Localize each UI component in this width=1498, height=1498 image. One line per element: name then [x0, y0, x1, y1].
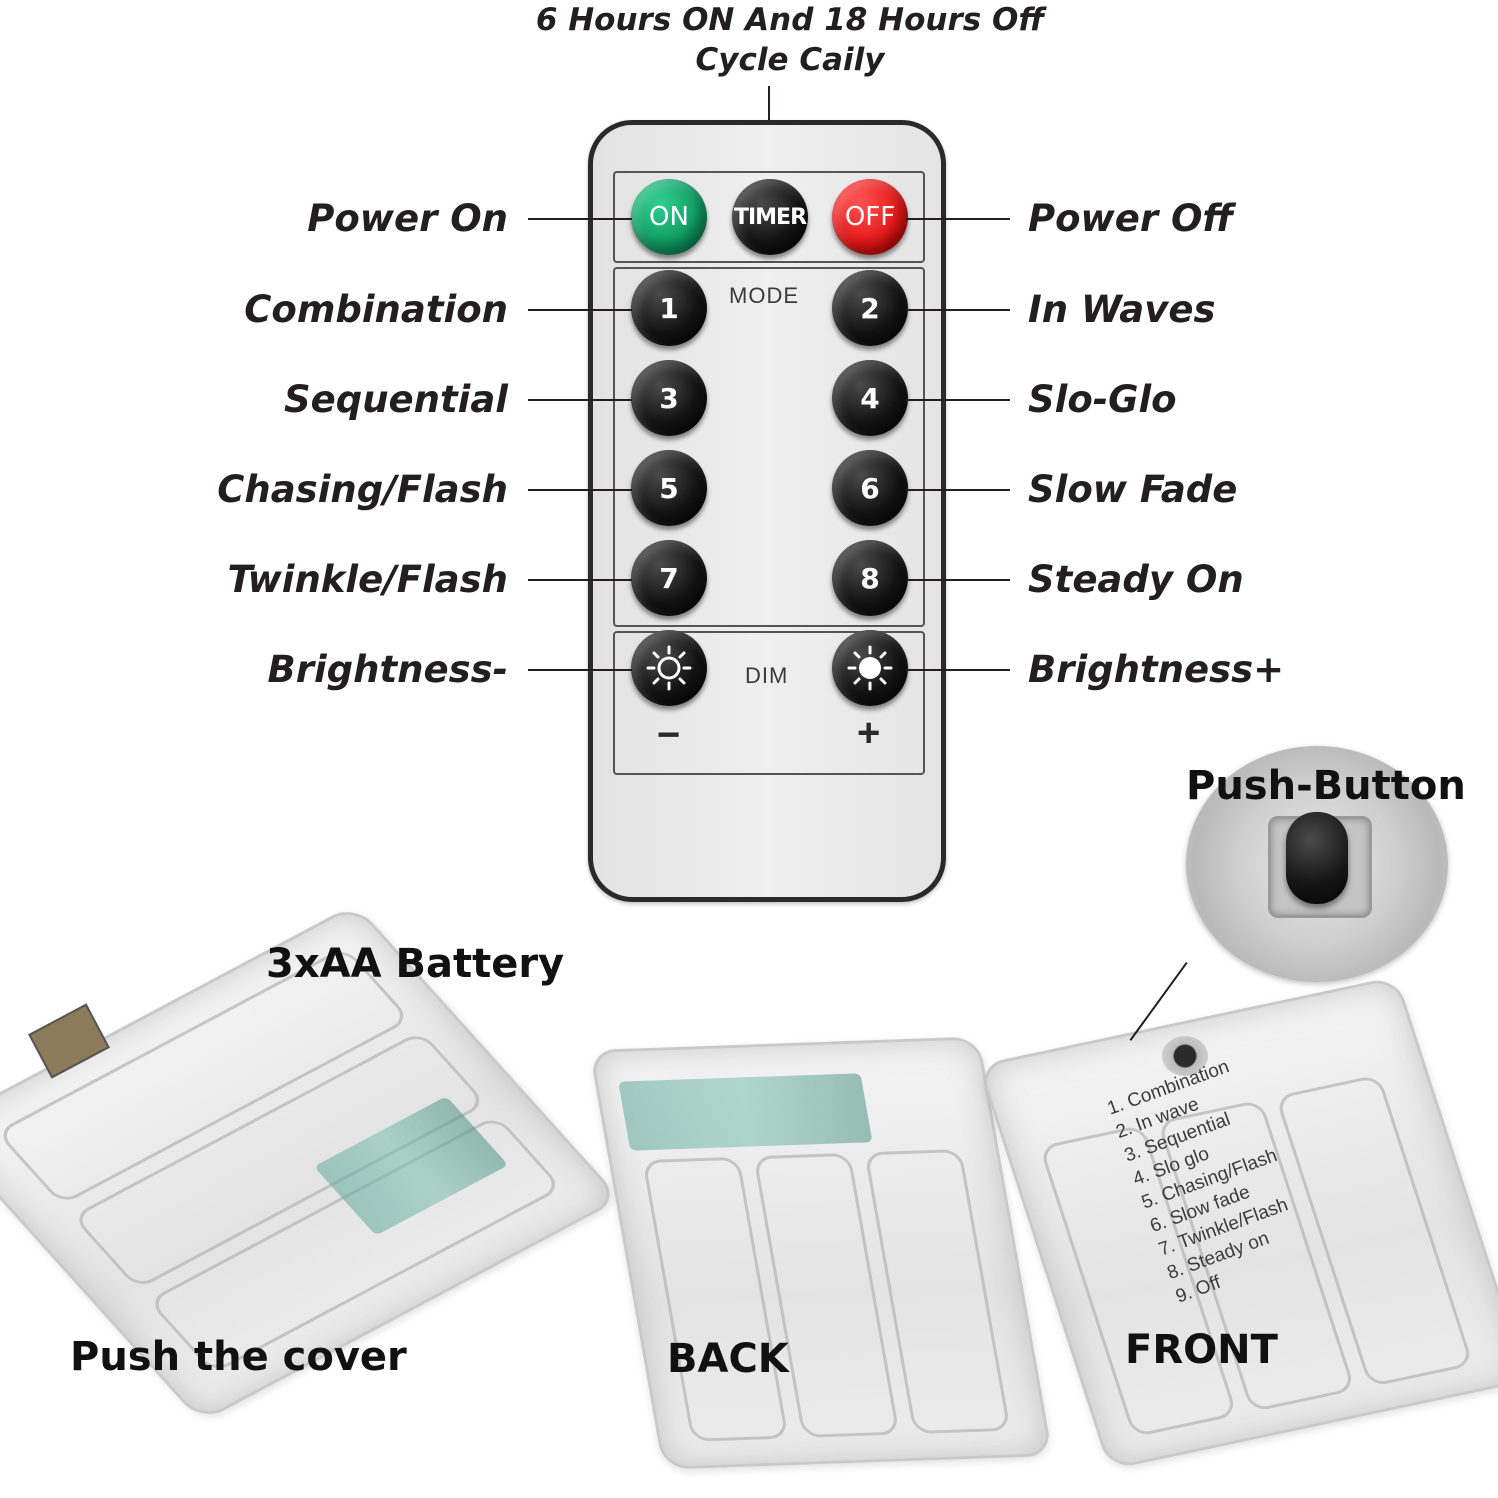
- push-button-zoom: [1186, 746, 1448, 982]
- battery-box-back: [589, 1036, 1053, 1470]
- mode-button-1[interactable]: 1: [631, 270, 707, 346]
- callout-twinkle-flash: Twinkle/Flash: [227, 558, 508, 601]
- mode-button-3[interactable]: 3: [631, 360, 707, 436]
- push-button-small: [1162, 1036, 1208, 1076]
- dim-panel: [613, 631, 925, 775]
- leader-line: [528, 218, 632, 220]
- callout-brightness-up: Brightness+: [1028, 648, 1285, 691]
- sun-outline-icon: [646, 645, 692, 691]
- callout-in-waves: In Waves: [1028, 288, 1216, 331]
- timer-note: 6 Hours ON And 18 Hours Off Cycle Caily: [480, 0, 1100, 80]
- off-button[interactable]: OFF: [832, 179, 908, 255]
- plus-sign: +: [857, 711, 881, 755]
- power-panel: [613, 171, 925, 263]
- mode-button-7[interactable]: 7: [631, 540, 707, 616]
- sun-filled-icon: [847, 645, 893, 691]
- leader-line: [906, 669, 1010, 671]
- callout-steady-on: Steady On: [1028, 558, 1244, 601]
- circuit-board: [618, 1073, 873, 1151]
- mode-button-2[interactable]: 2: [832, 270, 908, 346]
- leader-line: [528, 309, 632, 311]
- callout-sequential: Sequential: [283, 378, 508, 421]
- callout-power-on: Power On: [307, 197, 508, 240]
- brightness-up-button[interactable]: [832, 630, 908, 706]
- callout-chasing-flash: Chasing/Flash: [217, 468, 508, 511]
- leader-line: [906, 579, 1010, 581]
- timer-button[interactable]: TIMER: [732, 179, 808, 255]
- callout-slo-glo: Slo-Glo: [1028, 378, 1177, 421]
- push-button-label: Push-Button: [1186, 763, 1466, 809]
- push-button-cap: [1286, 812, 1348, 904]
- mode-button-8[interactable]: 8: [832, 540, 908, 616]
- leader-line: [906, 489, 1010, 491]
- push-cover-label: Push the cover: [70, 1334, 407, 1380]
- mode-button-5[interactable]: 5: [631, 450, 707, 526]
- leader-line: [528, 399, 632, 401]
- mode-button-4[interactable]: 4: [832, 360, 908, 436]
- callout-slow-fade: Slow Fade: [1028, 468, 1238, 511]
- leader-line: [906, 309, 1010, 311]
- leader-line: [528, 579, 632, 581]
- minus-sign: −: [657, 713, 681, 757]
- mode-label: MODE: [729, 283, 799, 308]
- brightness-down-button[interactable]: [631, 630, 707, 706]
- leader-line: [906, 399, 1010, 401]
- leader-line: [528, 669, 632, 671]
- on-button[interactable]: ON: [631, 179, 707, 255]
- callout-brightness-down: Brightness-: [267, 648, 508, 691]
- callout-combination: Combination: [244, 288, 508, 331]
- front-label: FRONT: [1125, 1327, 1278, 1373]
- back-label: BACK: [667, 1336, 789, 1382]
- leader-line: [528, 489, 632, 491]
- timer-note-line2: Cycle Caily: [695, 42, 885, 78]
- mode-panel: [613, 267, 925, 627]
- callout-power-off: Power Off: [1028, 197, 1234, 240]
- timer-note-line1: 6 Hours ON And 18 Hours Off: [535, 2, 1045, 38]
- leader-line: [906, 218, 1010, 220]
- dim-label: DIM: [745, 663, 789, 688]
- battery-label: 3xAA Battery: [266, 941, 565, 987]
- mode-button-6[interactable]: 6: [832, 450, 908, 526]
